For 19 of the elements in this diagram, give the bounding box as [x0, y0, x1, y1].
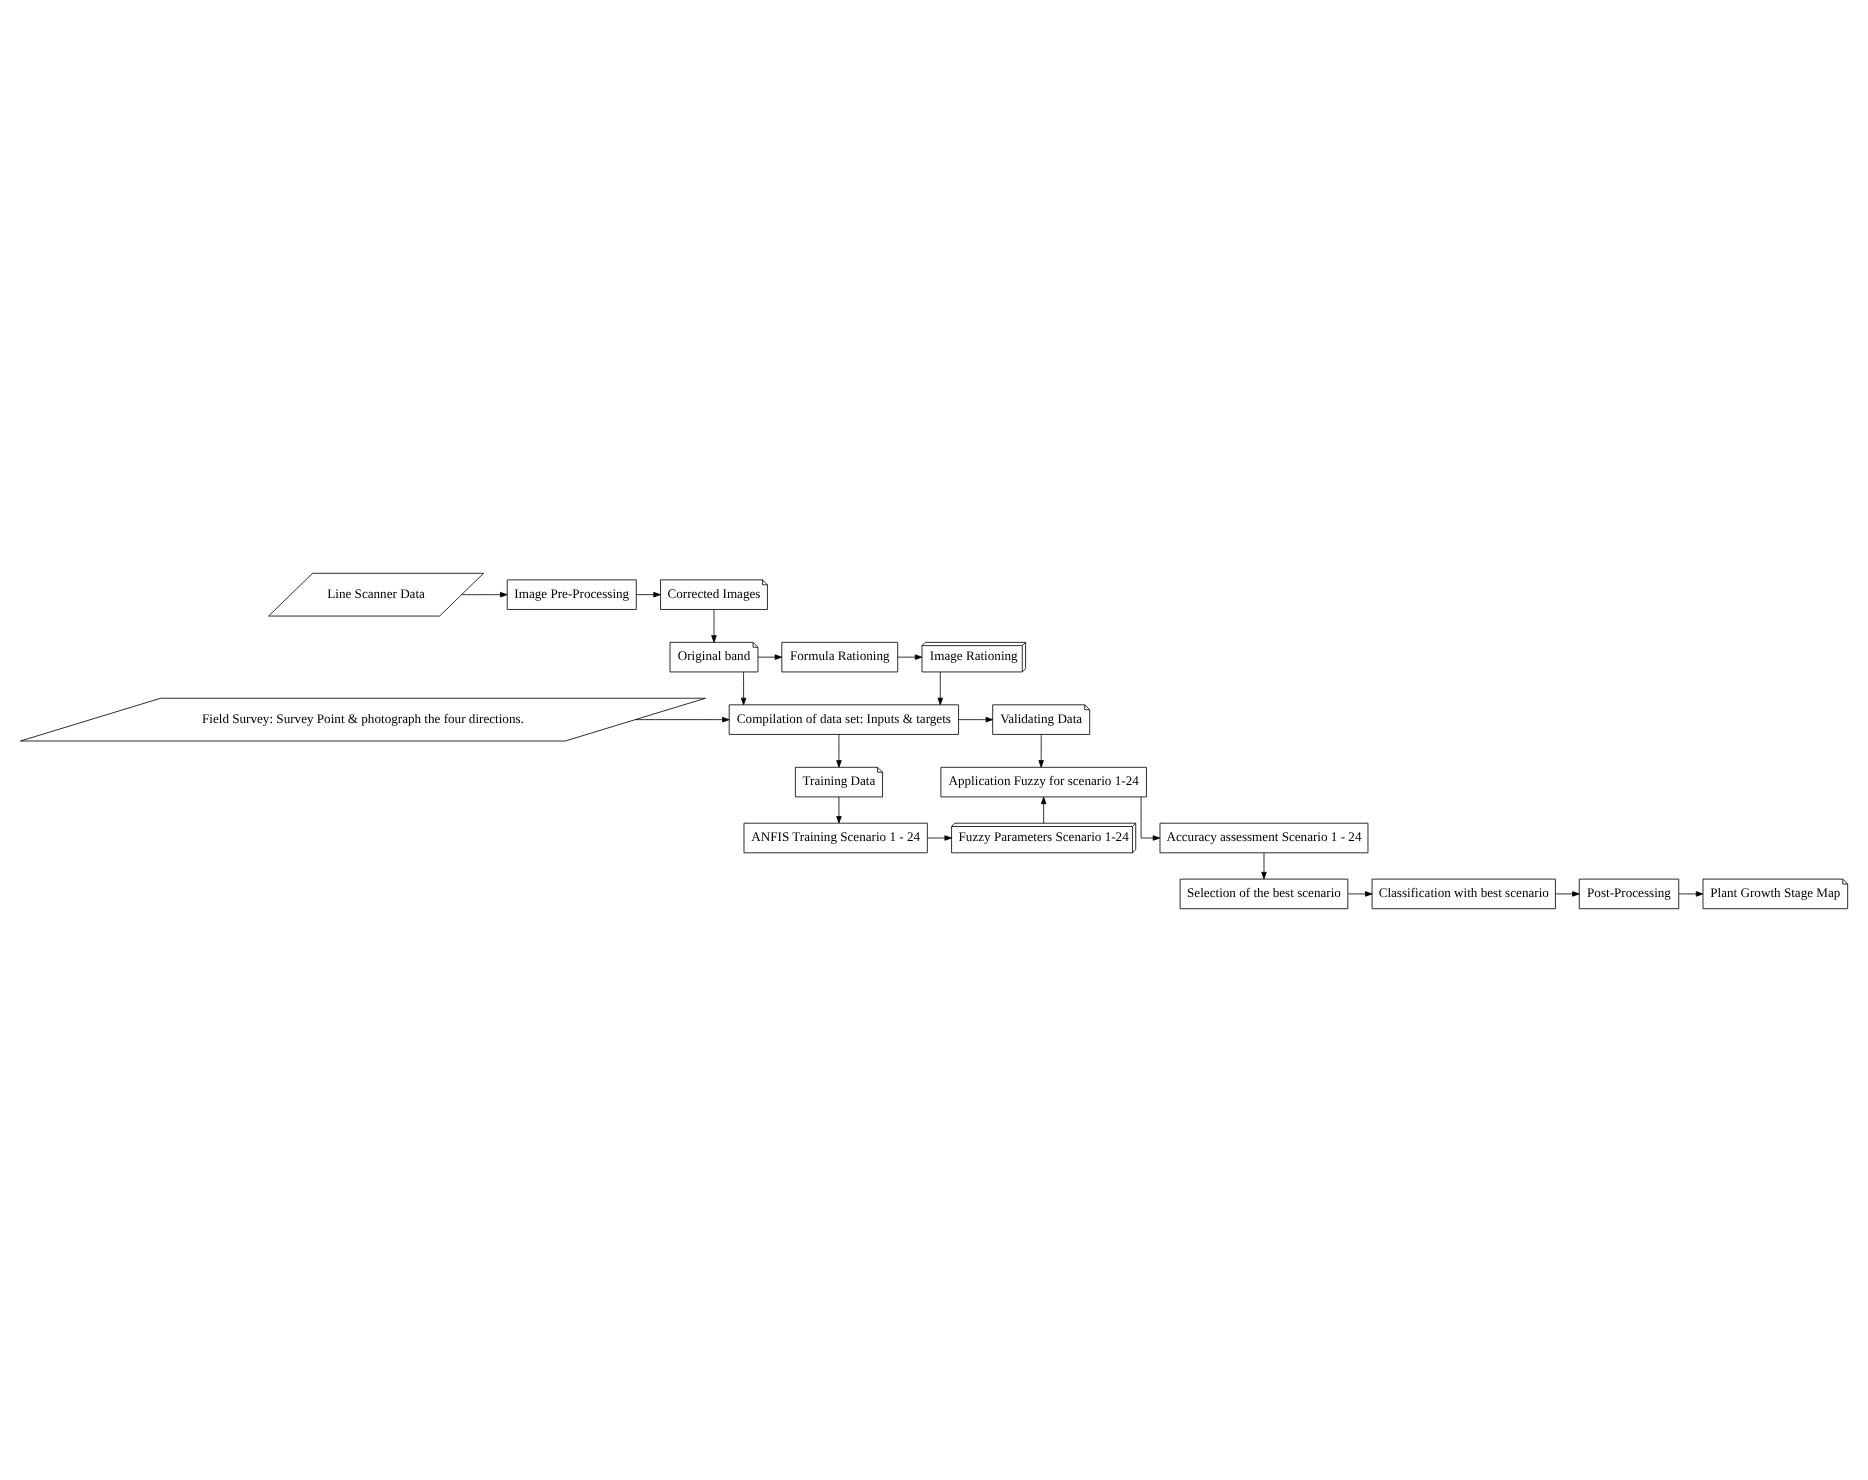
arrow — [897, 653, 923, 659]
arrow — [958, 715, 993, 722]
arrow — [740, 670, 747, 705]
arrow — [927, 834, 952, 840]
arrow — [711, 608, 717, 642]
arrow — [836, 733, 842, 767]
arrow — [757, 653, 783, 659]
arrow — [1040, 795, 1047, 823]
arrow — [836, 795, 842, 823]
arrow — [1678, 890, 1704, 896]
arrow — [1261, 851, 1267, 879]
arrow — [1140, 795, 1161, 840]
arrow — [1347, 890, 1373, 896]
arrow — [1555, 890, 1580, 896]
arrow — [937, 670, 943, 705]
arrow — [636, 590, 661, 597]
arrow — [1038, 733, 1044, 767]
arrow — [635, 715, 730, 722]
arrow — [461, 590, 508, 597]
